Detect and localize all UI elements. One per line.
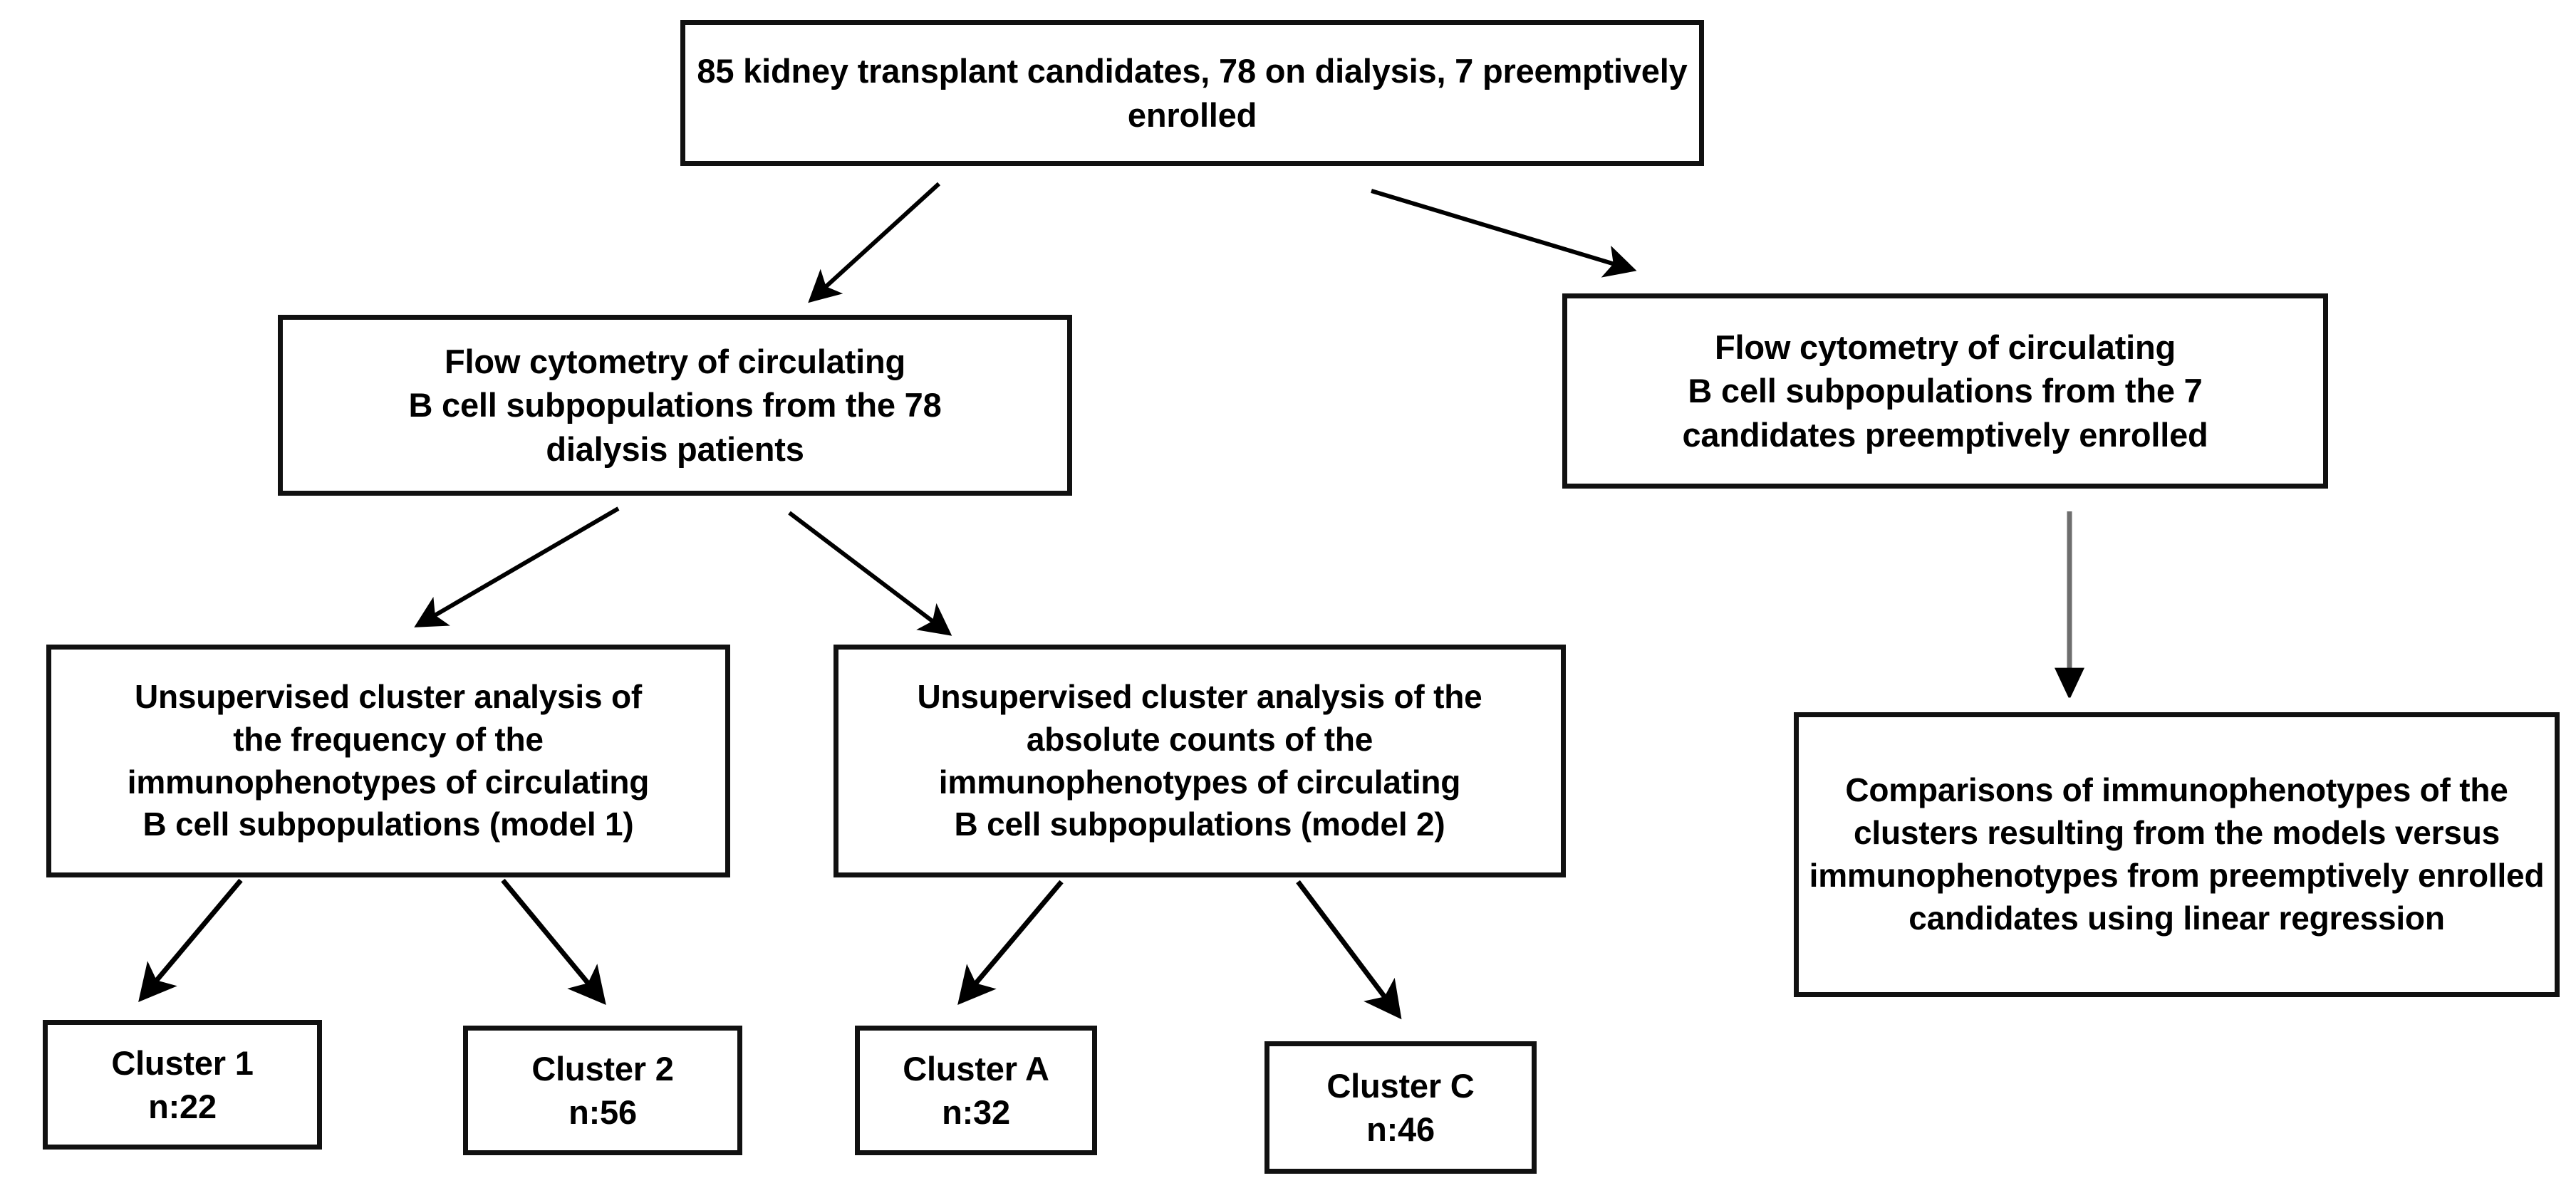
- node-cluster-1[interactable]: Cluster 1 n:22: [43, 1020, 322, 1150]
- node-flow-cytometry-preemptive[interactable]: Flow cytometry of circulating B cell sub…: [1562, 293, 2328, 489]
- edge-model2-to-clusterA: [957, 880, 1064, 1005]
- node-flow-cytometry-dialysis-label: Flow cytometry of circulating B cell sub…: [408, 343, 942, 468]
- node-comparison-label: Comparisons of immunophenotypes of the c…: [1809, 771, 2545, 937]
- node-model-2[interactable]: Unsupervised cluster analysis of the abs…: [833, 645, 1566, 877]
- node-cluster-2-label: Cluster 2 n:56: [531, 1049, 674, 1131]
- node-cluster-2[interactable]: Cluster 2 n:56: [463, 1026, 742, 1155]
- edge-model2-to-clusterC: [1296, 880, 1402, 1020]
- edge-flow78-to-model1: [414, 506, 620, 627]
- node-root-label: 85 kidney transplant candidates, 78 on d…: [697, 52, 1688, 134]
- node-cluster-c[interactable]: Cluster C n:46: [1264, 1041, 1537, 1174]
- node-cluster-a[interactable]: Cluster A n:32: [855, 1026, 1097, 1155]
- node-model-1-label: Unsupervised cluster analysis of the fre…: [127, 677, 650, 843]
- node-cluster-c-label: Cluster C n:46: [1326, 1066, 1475, 1148]
- node-flow-cytometry-dialysis[interactable]: Flow cytometry of circulating B cell sub…: [278, 315, 1072, 496]
- node-model-2-label: Unsupervised cluster analysis of the abs…: [917, 677, 1482, 843]
- edge-root-to-flow78: [808, 182, 941, 303]
- edge-flow78-to-model2: [788, 511, 952, 636]
- node-comparison-linear-regression[interactable]: Comparisons of immunophenotypes of the c…: [1794, 712, 2560, 997]
- edge-model1-to-cluster2: [501, 878, 606, 1006]
- node-root-cohort[interactable]: 85 kidney transplant candidates, 78 on d…: [680, 20, 1704, 166]
- node-flow-cytometry-preemptive-label: Flow cytometry of circulating B cell sub…: [1682, 328, 2208, 454]
- node-cluster-a-label: Cluster A n:32: [903, 1049, 1049, 1131]
- node-cluster-1-label: Cluster 1 n:22: [111, 1043, 254, 1125]
- node-model-1[interactable]: Unsupervised cluster analysis of the fre…: [46, 645, 730, 877]
- edge-root-to-flow7: [1371, 189, 1637, 278]
- edge-model1-to-cluster1: [138, 878, 243, 1002]
